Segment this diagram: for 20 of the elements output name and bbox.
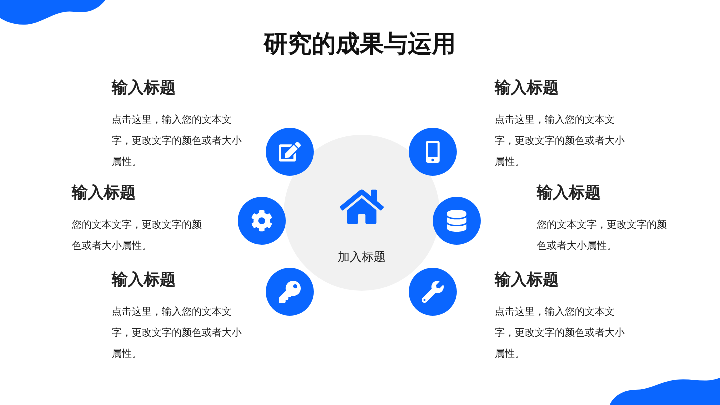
heading: 输入标题 [72, 183, 136, 204]
heading: 输入标题 [112, 78, 176, 99]
body-text: 您的文本文字，更改文字的颜色或者大小属性。 [72, 218, 203, 254]
heading: 输入标题 [537, 183, 601, 204]
heading: 输入标题 [495, 270, 559, 291]
icon-circle [266, 128, 314, 176]
title: 研究的成果与运用 [264, 29, 456, 60]
body-text: 点击这里，输入您的文本文字，更改文字的颜色或者大小属性。 [495, 306, 626, 362]
center-title: 加入标题 [338, 249, 386, 266]
icon-circle [433, 197, 481, 245]
heading: 输入标题 [495, 78, 559, 99]
icon-circle [238, 197, 286, 245]
icon-circle [409, 268, 457, 316]
body-text: 点击这里，输入您的文本文字，更改文字的颜色或者大小属性。 [495, 114, 626, 170]
body-text: 您的文本文字，更改文字的颜色或者大小属性。 [537, 218, 668, 254]
icon-circle [266, 268, 314, 316]
icon-circle [409, 128, 457, 176]
body-text: 点击这里，输入您的文本文字，更改文字的颜色或者大小属性。 [112, 306, 243, 362]
heading: 输入标题 [112, 270, 176, 291]
body-text: 点击这里，输入您的文本文字，更改文字的颜色或者大小属性。 [112, 114, 243, 170]
